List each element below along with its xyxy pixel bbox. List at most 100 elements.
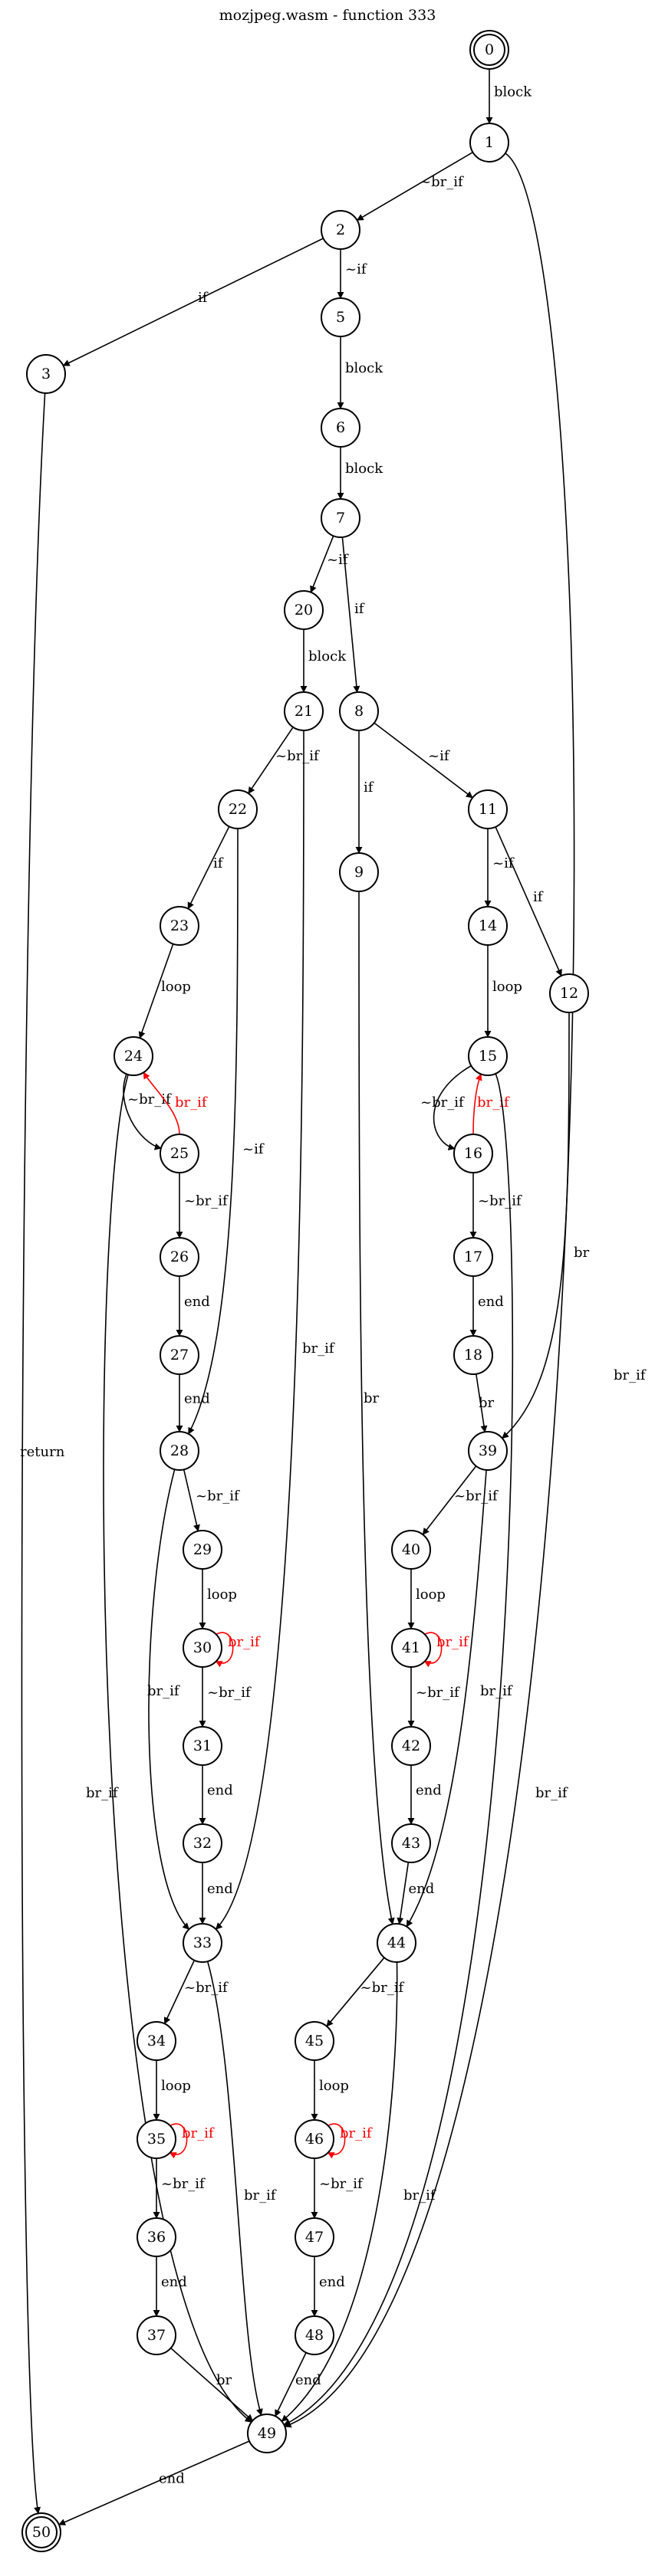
edge-label-25-24: br_if	[175, 1094, 208, 1111]
node-24: 24	[114, 1036, 153, 1076]
edge-label-46-46: br_if	[340, 2125, 373, 2141]
edge-7-20	[310, 535, 334, 593]
node-circle-37	[137, 2315, 176, 2355]
node-41: 41	[391, 1628, 431, 1668]
edge-label-8-9: if	[364, 779, 374, 796]
node-circle-9	[339, 852, 379, 892]
node-6: 6	[321, 408, 360, 448]
edge-label-20-21: block	[308, 648, 347, 665]
node-label-29: 29	[193, 1541, 212, 1558]
edge-39-40	[422, 1465, 477, 1535]
edge-label-15-16: ~br_if	[420, 1094, 465, 1111]
node-0: 0	[469, 30, 509, 70]
edge-label-42-43: end	[416, 1783, 442, 1799]
node-label-1: 1	[485, 134, 494, 151]
node-label-35: 35	[147, 2131, 166, 2148]
edge-label-12-39: br	[574, 1245, 590, 1261]
edge-12-39	[502, 1012, 570, 1439]
node-label-16: 16	[464, 1145, 482, 1162]
node-circle-47	[295, 2217, 334, 2257]
node-circle-26	[160, 1237, 199, 1277]
node-label-5: 5	[336, 309, 345, 326]
edge-8-11	[374, 722, 473, 799]
edge-label-49-50: end	[159, 2471, 185, 2487]
edge-label-16-17: ~br_if	[478, 1193, 522, 1209]
edge-1-49	[284, 153, 575, 2428]
node-40: 40	[391, 1530, 431, 1570]
edge-3-50	[21, 392, 46, 2515]
node-label-31: 31	[193, 1738, 212, 1754]
edge-48-49	[275, 2352, 307, 2417]
node-label-8: 8	[354, 703, 364, 720]
node-circle-33	[183, 1923, 222, 1963]
node-label-15: 15	[479, 1048, 497, 1065]
node-label-45: 45	[305, 2033, 324, 2049]
edge-label-21-33: br_if	[302, 1341, 335, 1357]
node-28: 28	[160, 1431, 199, 1471]
edge-label-44-49: br_if	[403, 2187, 436, 2204]
edge-label-47-48: end	[319, 2274, 345, 2290]
node-circle-45	[295, 2021, 334, 2061]
edge-44-49	[281, 1961, 398, 2422]
node-label-0: 0	[485, 41, 494, 58]
node-46: 46	[295, 2119, 334, 2159]
edge-39-44	[406, 1469, 487, 1928]
node-circle-14	[468, 906, 508, 946]
edge-41-41	[423, 1632, 443, 1668]
node-8: 8	[339, 691, 379, 731]
node-label-22: 22	[229, 801, 247, 818]
node-circle-39	[468, 1431, 508, 1471]
node-26: 26	[160, 1237, 199, 1277]
node-7: 7	[321, 498, 360, 538]
node-circle-7	[321, 498, 360, 538]
node-circle-46	[295, 2119, 334, 2159]
node-label-41: 41	[402, 1639, 420, 1656]
node-circle-30	[183, 1628, 222, 1668]
node-33: 33	[183, 1923, 222, 1963]
node-circle-22	[218, 789, 258, 829]
edge-label-18-39: br	[479, 1395, 495, 1411]
edge-label-15-49: br_if	[535, 1785, 568, 1801]
edge-label-41-41: br_if	[436, 1634, 469, 1650]
node-45: 45	[295, 2021, 334, 2061]
node-42: 42	[391, 1726, 431, 1766]
edge-label-31-32: end	[207, 1783, 233, 1799]
node-43: 43	[391, 1823, 431, 1863]
edge-label-8-11: ~if	[428, 748, 450, 764]
edge-7-8	[341, 537, 360, 693]
edge-11-12	[495, 826, 562, 976]
edge-label-9-44: br	[364, 1390, 380, 1406]
node-circle-36	[137, 2217, 176, 2257]
node-20: 20	[284, 590, 324, 630]
node-47: 47	[295, 2217, 334, 2257]
edge-21-33	[215, 730, 304, 1930]
edge-label-39-44: br_if	[480, 1683, 513, 1699]
edge-label-43-44: end	[409, 1881, 435, 1897]
node-circle-24	[114, 1036, 153, 1076]
node-2: 2	[321, 210, 360, 250]
node-37: 37	[137, 2315, 176, 2355]
node-circle-35	[137, 2119, 176, 2159]
edge-46-46	[327, 2123, 346, 2159]
node-48: 48	[295, 2315, 334, 2355]
edge-label-41-42: ~br_if	[416, 1685, 460, 1701]
node-5: 5	[321, 297, 360, 337]
node-14: 14	[468, 906, 508, 946]
node-label-25: 25	[170, 1145, 189, 1162]
node-circle-11	[468, 789, 508, 829]
edges-layer: block~br_ifbr_ifif~ifreturnblockblock~if…	[20, 69, 647, 2525]
node-circle-34	[137, 2021, 176, 2061]
node-circle-15	[468, 1036, 508, 1076]
node-label-14: 14	[479, 917, 497, 934]
node-circle-6	[321, 408, 360, 448]
node-label-42: 42	[402, 1738, 420, 1754]
edge-label-45-46: loop	[319, 2078, 349, 2094]
edge-label-17-18: end	[478, 1294, 504, 1310]
node-circle-44	[377, 1923, 416, 1963]
node-circle-31	[183, 1726, 222, 1766]
node-inner-circle-0	[473, 34, 505, 66]
node-circle-16	[453, 1134, 493, 1173]
node-3: 3	[26, 354, 66, 394]
node-27: 27	[160, 1335, 199, 1375]
